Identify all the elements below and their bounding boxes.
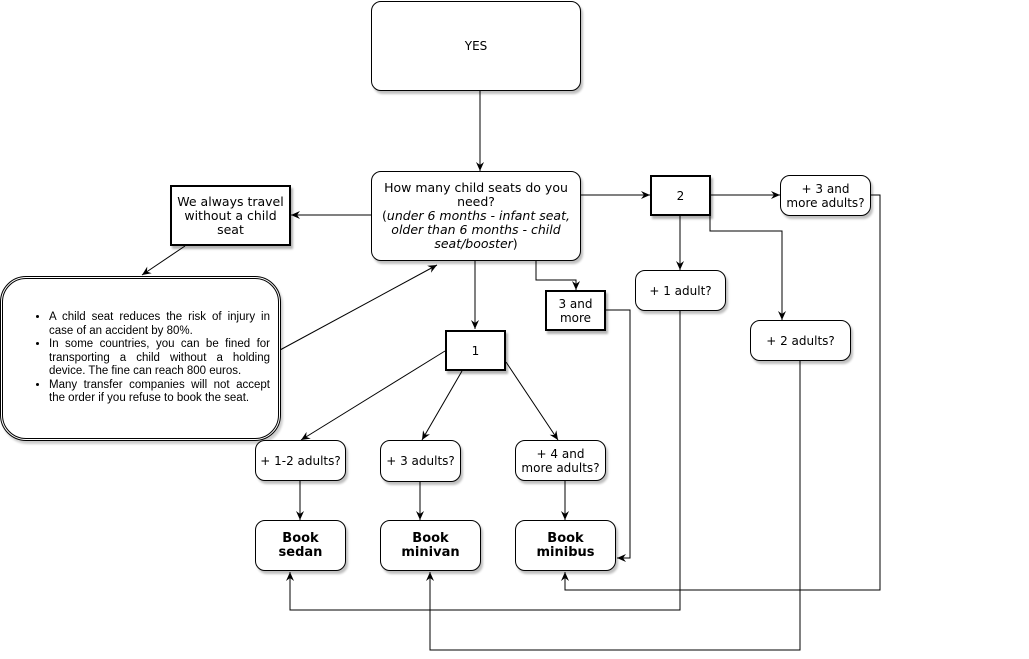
child-seat-info-note: A child seat reduces the risk of injury … bbox=[0, 276, 281, 441]
info-bullet: In some countries, you can be fined for … bbox=[49, 338, 270, 379]
one-seat-node: 1 bbox=[445, 330, 506, 371]
yes-label: YES bbox=[464, 39, 488, 53]
info-bullet-list: A child seat reduces the risk of injury … bbox=[3, 311, 270, 406]
book-sedan-label: Book sedan bbox=[278, 530, 323, 560]
one-seat-3-adults-node: + 3 adults? bbox=[380, 440, 461, 482]
three-more-seats-node: 3 and more bbox=[545, 290, 606, 331]
two-seats-3-more-adults-label: + 3 and more adults? bbox=[786, 181, 865, 210]
book-minivan-node: Book minivan bbox=[380, 520, 481, 571]
two-seats-label: 2 bbox=[676, 188, 685, 203]
no-seat-label: We always travel without a child seat bbox=[177, 193, 284, 237]
two-seats-1-adult-label: + 1 adult? bbox=[649, 283, 712, 298]
edge-1-to-1-2-adults bbox=[300, 350, 446, 441]
yes-node: YES bbox=[371, 1, 581, 91]
one-seat-3-adults-label: + 3 adults? bbox=[386, 454, 455, 468]
child-seats-question-node: How many child seats do you need? (under… bbox=[371, 171, 581, 261]
edge-2-adults-to-minivan bbox=[426, 361, 801, 651]
edge-no-seat-to-info bbox=[141, 245, 186, 276]
one-seat-1-2-adults-label: + 1-2 adults? bbox=[260, 453, 341, 468]
two-seats-node: 2 bbox=[650, 175, 711, 216]
one-seat-1-2-adults-node: + 1-2 adults? bbox=[255, 440, 346, 481]
info-bullet: A child seat reduces the risk of injury … bbox=[49, 311, 270, 338]
one-seat-4-more-adults-label: + 4 and more adults? bbox=[521, 446, 600, 475]
two-seats-2-adults-node: + 2 adults? bbox=[750, 320, 851, 361]
two-seats-2-adults-label: + 2 adults? bbox=[766, 333, 835, 348]
two-seats-1-adult-node: + 1 adult? bbox=[635, 270, 726, 311]
book-minibus-node: Book minibus bbox=[515, 520, 616, 571]
question-open-paren: ( bbox=[382, 208, 387, 223]
question-main: How many child seats do you need? bbox=[384, 180, 568, 209]
question-close-paren: ) bbox=[512, 236, 518, 251]
one-seat-label: 1 bbox=[471, 343, 480, 358]
question-hint-wrap: (under 6 months - infant seat, older tha… bbox=[380, 209, 572, 251]
question-hint: under 6 months - infant seat, older than… bbox=[386, 208, 570, 251]
edge-1-to-3-adults bbox=[421, 370, 463, 441]
book-minibus-label: Book minibus bbox=[536, 530, 595, 560]
edge-1-to-4-more-adults bbox=[505, 361, 559, 441]
book-minivan-label: Book minivan bbox=[401, 530, 460, 560]
edge-info-to-question bbox=[279, 264, 438, 351]
info-bullet: Many transfer companies will not accept … bbox=[49, 379, 270, 406]
one-seat-4-more-adults-node: + 4 and more adults? bbox=[515, 440, 606, 481]
two-seats-3-more-adults-node: + 3 and more adults? bbox=[780, 175, 871, 216]
edge-question-to-3-more bbox=[535, 261, 580, 290]
no-child-seat-node: We always travel without a child seat bbox=[170, 185, 291, 246]
three-more-seats-label: 3 and more bbox=[558, 296, 593, 325]
book-sedan-node: Book sedan bbox=[255, 520, 346, 571]
